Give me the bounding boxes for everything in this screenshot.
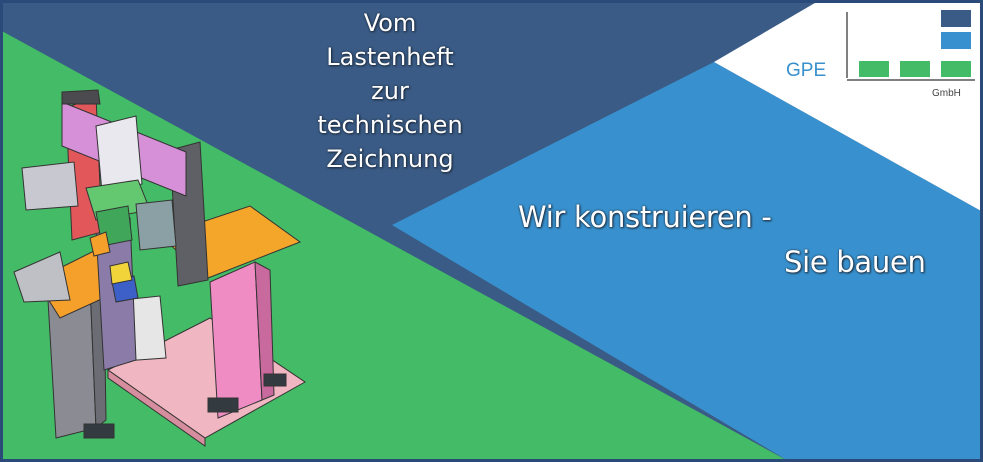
headline-line: technischen (317, 111, 463, 139)
headline-line: Vom (363, 9, 417, 37)
tagline-line-2: Sie bauen (784, 245, 926, 279)
headline: Vom Lastenheft zur technischen Zeichnung (290, 6, 490, 176)
logo-graphic (846, 10, 975, 81)
headline-line: Lastenheft (326, 43, 454, 71)
logo-name: GPE (786, 60, 827, 81)
headline-line: Zeichnung (326, 145, 454, 173)
cad-machine-drawing-icon (13, 89, 306, 447)
headline-line: zur (371, 77, 409, 105)
tagline-line-1: Wir konstruieren - (518, 200, 772, 234)
logo-suffix: GmbH (932, 88, 961, 99)
